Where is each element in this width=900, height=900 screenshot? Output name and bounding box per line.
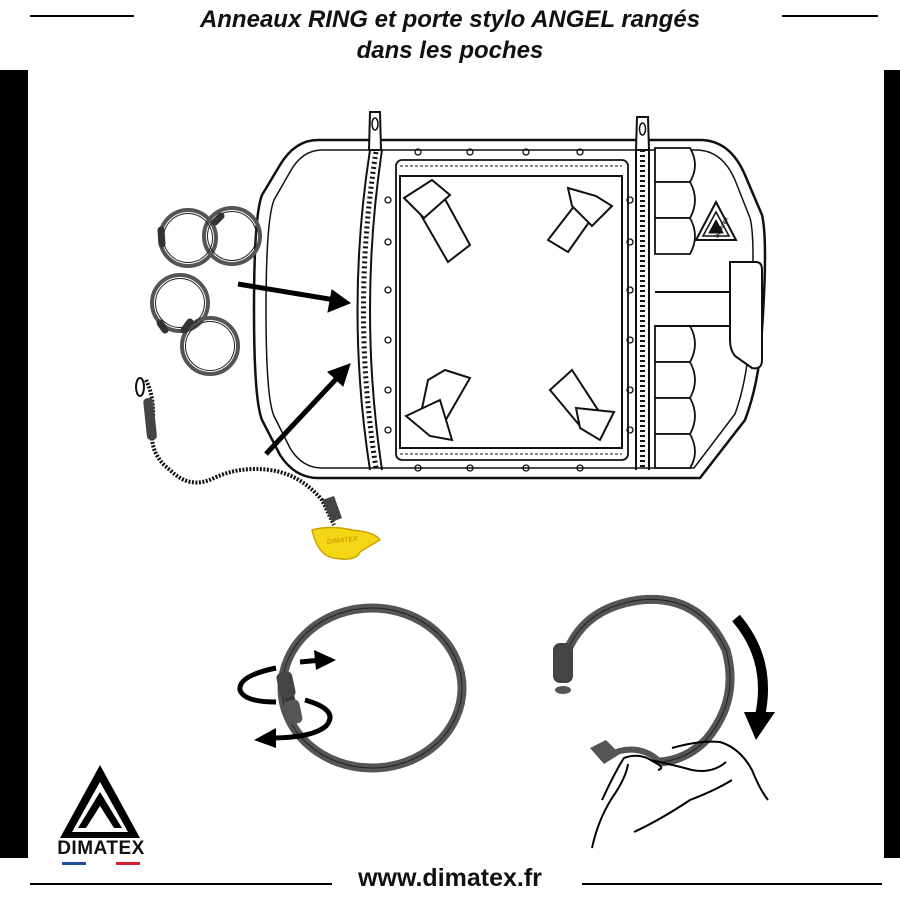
- title-rule-left: [30, 15, 134, 17]
- title-rule-right: [782, 15, 878, 17]
- website-link[interactable]: www.dimatex.fr: [358, 864, 542, 892]
- title-line-1: Anneaux RING et porte stylo ANGEL rangés: [199, 6, 701, 33]
- brand-name: DIMATEX: [57, 838, 145, 859]
- ring-rotation-illustration: [237, 603, 467, 773]
- ring-icon: [202, 206, 262, 266]
- footer-rule-left: [30, 883, 332, 885]
- ring-icon: [180, 316, 240, 376]
- pen-holder-label: DIMATEX: [326, 536, 359, 546]
- page-title: Anneaux RING et porte stylo ANGEL rangés…: [0, 4, 900, 66]
- title-band: [0, 0, 900, 70]
- footer-rule-right: [582, 883, 882, 885]
- rings-group: [150, 206, 262, 376]
- ring-icon: [150, 273, 210, 333]
- footer-band: [0, 858, 900, 900]
- ring-hand-illustration: [553, 594, 775, 849]
- tablet-bag-illustration: [252, 111, 767, 480]
- arrow-rings-to-pocket: [237, 281, 336, 303]
- flag-blue-stripe: [62, 862, 86, 865]
- title-line-2: dans les poches: [356, 37, 544, 64]
- hand-icon: [591, 740, 769, 849]
- dimatex-logo-icon: [60, 765, 140, 838]
- pointer-arrows: [237, 281, 352, 456]
- arrow-pen-to-pocket: [264, 375, 340, 456]
- curved-arrow-icon: [732, 614, 775, 740]
- pen-holder-icon: DIMATEX: [135, 377, 382, 560]
- flag-red-stripe: [116, 862, 140, 865]
